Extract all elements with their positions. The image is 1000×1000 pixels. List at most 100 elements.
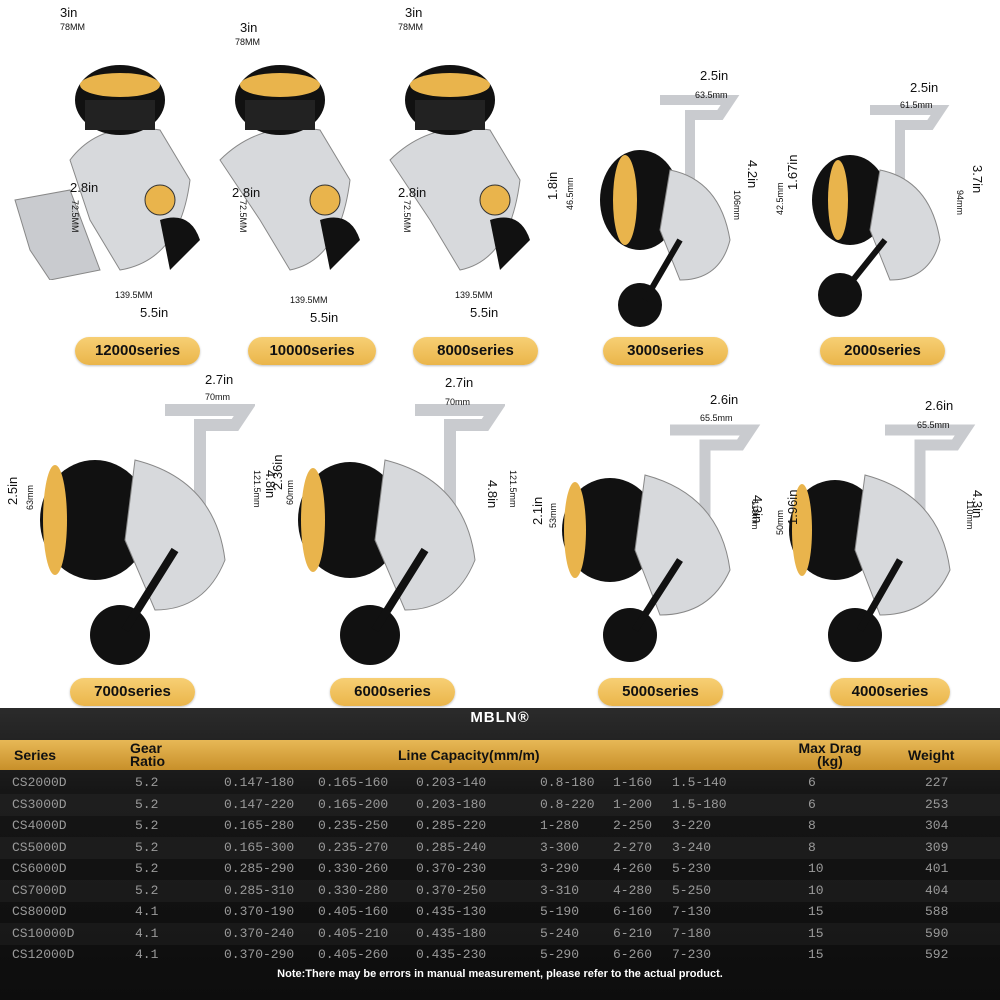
reel-3000-width-in: 2.5in — [700, 68, 729, 83]
reel-10000-width-mm: 78MM — [235, 37, 261, 47]
reel-3000-height-mm: 106mm — [732, 190, 742, 221]
cell-c4: 1-280 — [540, 818, 580, 833]
series-label-2000: 2000series — [820, 337, 945, 365]
cell-weight: 401 — [925, 861, 949, 876]
cell-c2: 0.235-250 — [318, 818, 389, 833]
cell-c5: 2-270 — [613, 839, 653, 855]
cell-weight: 304 — [925, 818, 949, 833]
cell-gear: 5.2 — [135, 818, 159, 833]
cell-c3: 0.203-140 — [416, 775, 487, 790]
cell-c1: 0.165-280 — [224, 818, 295, 833]
reel-7000-spool-in: 2.5in — [5, 476, 20, 505]
reel-2000-width-in: 2.5in — [910, 80, 939, 95]
cell-c6: 5-250 — [672, 882, 712, 898]
series-label-10000: 10000series — [248, 337, 376, 365]
reel-12000-length-mm: 139.5MM — [115, 290, 153, 300]
cell-series: CS2000D — [12, 775, 67, 790]
cell-c3: 0.285-220 — [416, 818, 487, 833]
cell-weight: 404 — [925, 882, 949, 898]
reel-4000-image — [789, 424, 976, 662]
reel-2000-height-in: 3.7in — [970, 165, 985, 194]
cell-gear: 5.2 — [135, 775, 159, 790]
series-label-12000: 12000series — [75, 337, 200, 365]
cell-c5: 6-210 — [613, 925, 653, 941]
cell-drag: 15 — [808, 925, 824, 941]
cell-drag: 6 — [808, 796, 816, 812]
cell-c3: 0.435-180 — [416, 925, 487, 941]
cell-c2: 0.405-210 — [318, 925, 389, 941]
reel-4000-width-mm: 65.5mm — [917, 420, 950, 430]
header-weight: Weight — [908, 747, 955, 763]
cell-drag: 10 — [808, 861, 824, 876]
reel-6000-spool-mm: 60mm — [285, 479, 295, 505]
series-label-4000: 4000series — [830, 678, 950, 706]
series-label-5000: 5000series — [598, 678, 723, 706]
reel-10000-length-in: 5.5in — [310, 310, 339, 325]
reel-12000-height-mm: 72.5MM — [70, 200, 80, 233]
cell-series: CS12000D — [12, 947, 75, 962]
reel-2000-height-mm: 94mm — [955, 190, 965, 216]
cell-c3: 0.370-250 — [416, 882, 487, 898]
reel-12000-image — [14, 65, 200, 280]
cell-gear: 4.1 — [135, 947, 159, 962]
reel-7000-height-mm: 121.5mm — [252, 470, 262, 508]
cell-c2: 0.165-160 — [318, 775, 389, 790]
brand-logo: MBLN® — [470, 709, 530, 726]
cell-gear: 5.2 — [135, 861, 159, 876]
cell-c2: 0.330-260 — [318, 861, 389, 876]
cell-c6: 3-240 — [672, 839, 712, 855]
reel-5000-spool-in: 2.1in — [530, 496, 545, 525]
cell-series: CS6000D — [12, 861, 67, 876]
cell-c4: 5-240 — [540, 925, 580, 941]
cell-c3: 0.285-240 — [416, 839, 487, 855]
cell-weight: 592 — [925, 947, 949, 962]
reel-2000-spool-in: 1.67in — [785, 154, 800, 190]
cell-c1: 0.370-190 — [224, 904, 295, 919]
product-gallery: 3in 78MM 2.8in 72.5MM 139.5MM 5.5in 3in … — [5, 5, 985, 706]
cell-c2: 0.330-280 — [318, 882, 389, 898]
reel-5000-spool-mm: 53mm — [548, 502, 558, 528]
reel-12000-length-in: 5.5in — [140, 305, 169, 320]
cell-c6: 7-230 — [672, 947, 712, 962]
cell-drag: 15 — [808, 947, 824, 962]
reel-4000-spool-mm: 50mm — [775, 509, 785, 535]
reel-8000-length-in: 5.5in — [470, 305, 499, 320]
cell-c3: 0.435-130 — [416, 904, 487, 919]
reel-3000-height-in: 4.2in — [745, 160, 760, 189]
reel-6000-width-mm: 70mm — [445, 397, 471, 407]
header-line-capacity: Line Capacity(mm/m) — [398, 747, 540, 763]
cell-c5: 1-160 — [613, 775, 653, 790]
reel-6000-spool-in: 2.36in — [270, 454, 285, 490]
cell-c2: 0.235-270 — [318, 839, 389, 855]
table-header: Series Gear Ratio Line Capacity(mm/m) Ma… — [0, 740, 1000, 770]
cell-gear: 5.2 — [135, 796, 159, 812]
header-gear-ratio: Gear Ratio — [130, 740, 165, 769]
reel-3000-spool-mm: 46.5mm — [565, 177, 575, 210]
cell-c3: 0.435-230 — [416, 947, 487, 962]
series-label-6000: 6000series — [330, 678, 455, 706]
cell-c5: 4-280 — [613, 882, 653, 898]
reel-10000-width-in: 3in — [240, 20, 258, 35]
reel-7000-width-mm: 70mm — [205, 392, 231, 402]
reel-5000-width-mm: 65.5mm — [700, 413, 733, 423]
cell-c5: 1-200 — [613, 796, 653, 812]
reel-8000-image — [389, 65, 530, 271]
cell-c5: 6-260 — [613, 947, 653, 962]
cell-c6: 1.5-180 — [672, 796, 727, 812]
reel-2000-spool-mm: 42.5mm — [775, 182, 785, 215]
cell-drag: 15 — [808, 904, 824, 919]
cell-series: CS7000D — [12, 882, 67, 898]
cell-c6: 7-180 — [672, 925, 712, 941]
reel-10000-length-mm: 139.5MM — [290, 295, 328, 305]
reel-5000-width-in: 2.6in — [710, 392, 739, 407]
cell-c1: 0.285-310 — [224, 882, 295, 898]
cell-c3: 0.203-180 — [416, 796, 487, 812]
reel-6000-width-in: 2.7in — [445, 375, 474, 390]
cell-c5: 2-250 — [613, 818, 653, 833]
